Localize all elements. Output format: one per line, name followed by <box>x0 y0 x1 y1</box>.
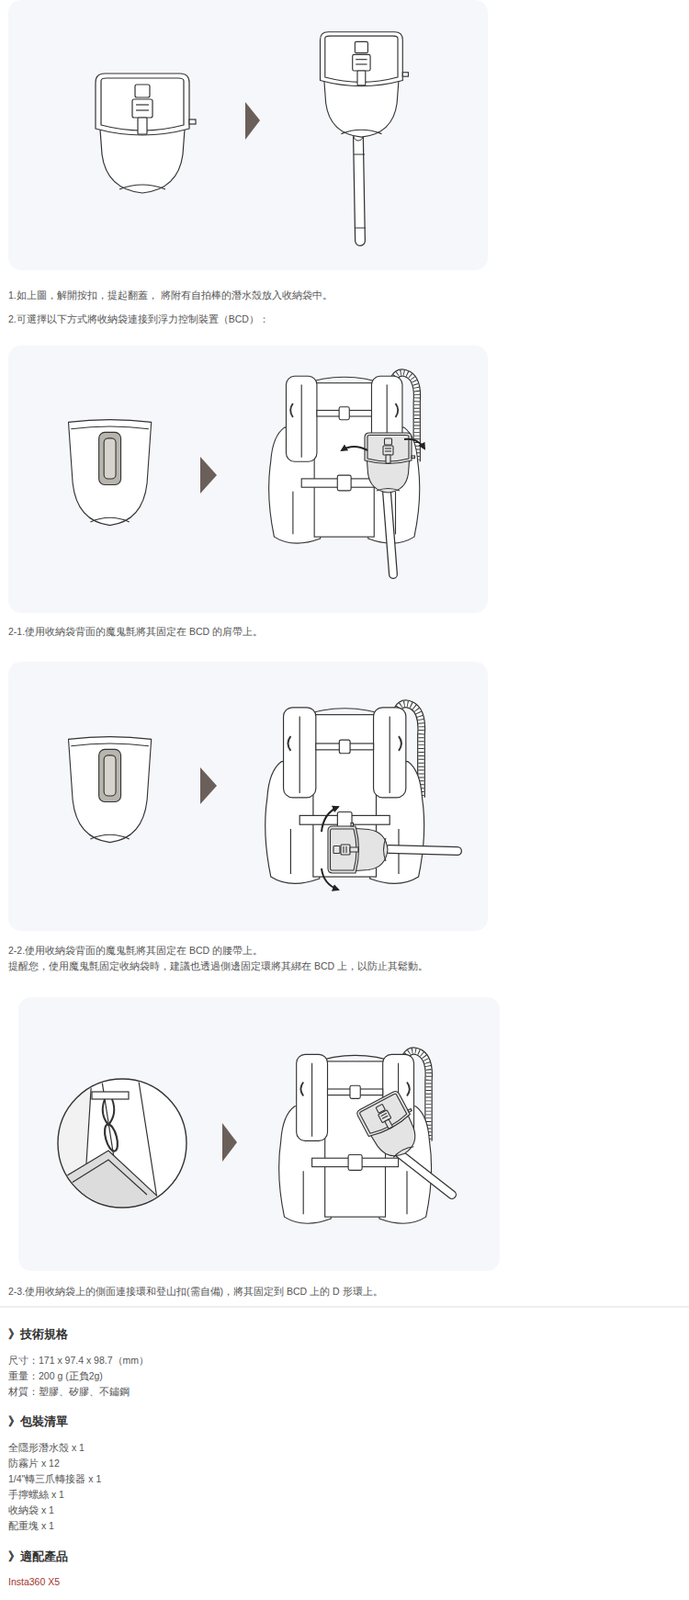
package-item: 防霧片 x 12 <box>8 1456 60 1469</box>
bcd-vest <box>269 372 420 543</box>
instruction-text: 1.如上圖，解開按扣，提起翻蓋， 將附有自拍棒的潛水殼放入收納袋中。 <box>8 288 333 302</box>
selfie-stick <box>389 848 458 851</box>
bcd-vest <box>279 1050 432 1224</box>
rotate-arrow <box>321 806 339 832</box>
package-item: 配重塊 x 1 <box>8 1518 55 1532</box>
instruction-text: 2.可選擇以下方式將收納袋連接到浮力控制裝置（BCD）： <box>8 312 270 326</box>
spec-line: 尺寸：171 x 97.4 x 98.7（mm） <box>8 1353 149 1367</box>
rotate-arrow <box>321 868 339 890</box>
rotate-arrow <box>404 439 425 449</box>
step-arrow <box>200 456 217 494</box>
panel <box>18 996 500 1271</box>
section-heading: 》適配產品 <box>8 1548 68 1564</box>
bcd-vest <box>265 703 425 884</box>
section-heading: 》包裝清單 <box>8 1413 68 1429</box>
pouch <box>364 432 416 493</box>
panel <box>8 661 488 931</box>
rotate-arrow <box>341 446 368 451</box>
separator <box>0 1306 689 1308</box>
spec-line: 材質：塑膠、矽膠、不鏽鋼 <box>8 1384 130 1398</box>
instruction-text: 2-1.使用收納袋背面的魔鬼氈將其固定在 BCD 的肩帶上。 <box>8 624 263 638</box>
panel <box>8 0 488 271</box>
package-item: 全隱形潛水殼 x 1 <box>8 1440 85 1454</box>
panel <box>8 345 488 613</box>
step-arrow <box>245 101 260 140</box>
product-link: Insta360 X5 <box>8 1574 60 1588</box>
pouch <box>355 1087 429 1164</box>
instruction-text: 2-2.使用收納袋背面的魔鬼氈將其固定在 BCD 的腰帶上。 <box>8 943 263 957</box>
package-item: 1/4"轉三爪轉接器 x 1 <box>8 1471 102 1485</box>
package-item: 收納袋 x 1 <box>8 1502 55 1516</box>
package-item: 手擰螺絲 x 1 <box>8 1487 65 1501</box>
zoom-detail <box>45 1074 187 1232</box>
pouch <box>95 73 196 193</box>
selfie-stick <box>353 131 366 241</box>
spec-line: 重量：200 g (正負2g) <box>8 1368 103 1382</box>
selfie-stick <box>393 1148 452 1195</box>
pouch-back <box>68 419 152 526</box>
pouch-back <box>68 736 152 843</box>
pouch <box>320 32 409 137</box>
pouch <box>327 823 388 874</box>
instruction-text: 2-3.使用收納袋上的側面連接環和登山扣(需自備)，將其固定到 BCD 上的 D… <box>8 1284 384 1298</box>
selfie-stick <box>386 491 394 575</box>
note-text: 提醒您，使用魔鬼氈固定收納袋時，建議也透過側邊固定環將其綁在 BCD 上，以防止… <box>8 959 429 972</box>
step-arrow <box>200 767 217 804</box>
step-arrow <box>222 1122 238 1162</box>
section-heading: 》技術規格 <box>8 1326 68 1342</box>
